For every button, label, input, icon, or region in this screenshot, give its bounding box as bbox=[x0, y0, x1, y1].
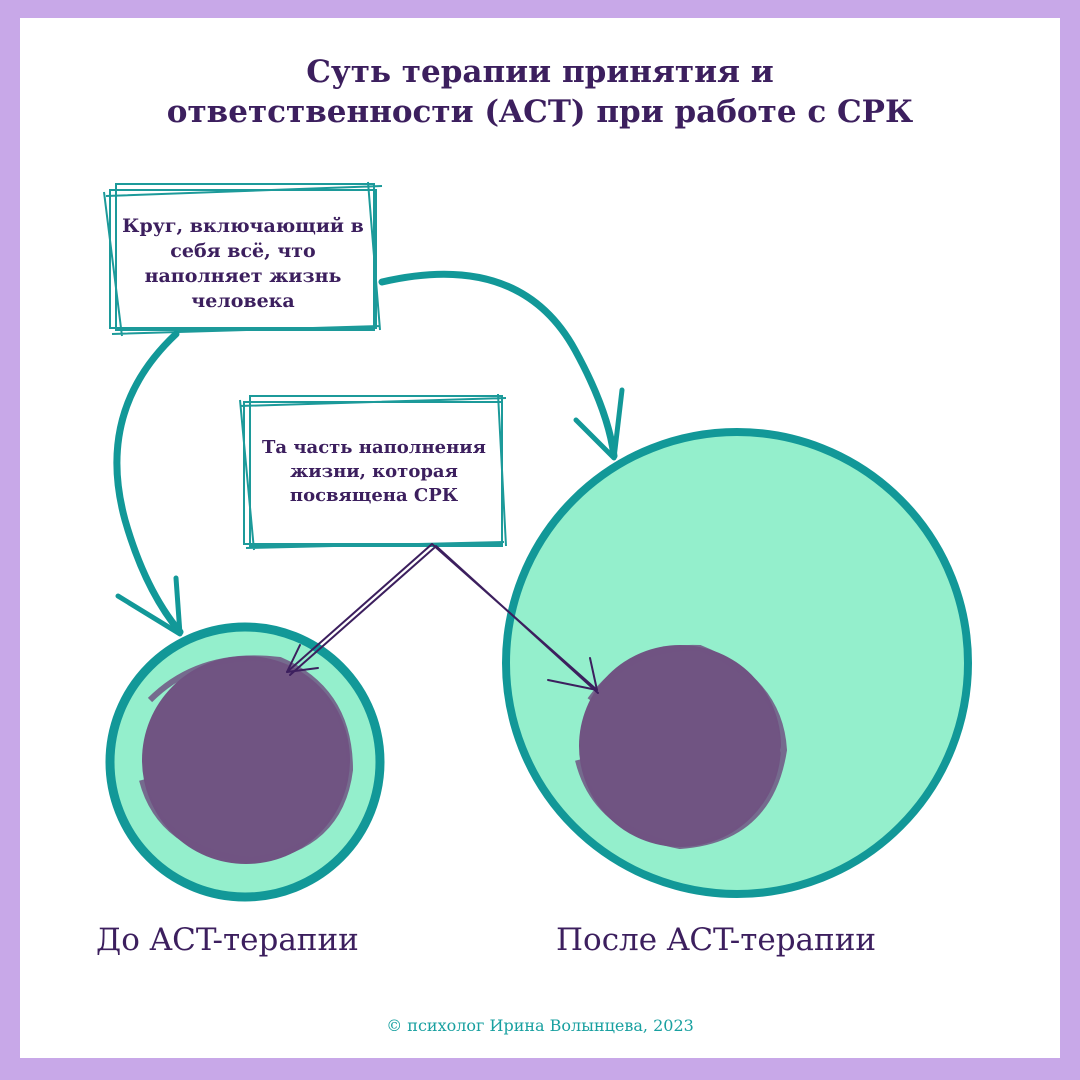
life-circle-box bbox=[103, 181, 383, 337]
life-circle-label-line-4: человека bbox=[191, 290, 295, 312]
arrowhead-before bbox=[115, 575, 183, 637]
arrow-to-before-ibs bbox=[286, 543, 435, 676]
arrowhead-after bbox=[573, 387, 625, 461]
arrow-box-to-before bbox=[113, 330, 184, 636]
life-circle-label-line-2: себя всё, что bbox=[170, 240, 316, 262]
title-line-2: ответственности (ACT) при работе с СРК bbox=[166, 94, 914, 130]
ibs-part-label-line-1: Та часть наполнения bbox=[262, 437, 486, 458]
ibs-part-box bbox=[239, 393, 507, 551]
arrowhead-before-ibs bbox=[286, 644, 319, 673]
page-title: Суть терапии принятия и ответственности … bbox=[0, 52, 1080, 132]
after-caption: После ACT-терапии bbox=[556, 922, 877, 958]
after-ibs-circle bbox=[579, 645, 781, 847]
before-ibs-scribble bbox=[139, 655, 354, 864]
arrow-box-to-after bbox=[378, 270, 618, 460]
life-circle-label-line-3: наполняет жизнь bbox=[144, 265, 342, 287]
before-ibs-circle bbox=[142, 656, 350, 864]
copyright-text: © психолог Ирина Волынцева, 2023 bbox=[386, 1016, 694, 1035]
ibs-part-label-line-2: жизни, которая bbox=[290, 461, 458, 482]
title-line-1: Суть терапии принятия и bbox=[306, 54, 774, 90]
before-caption: До ACT-терапии bbox=[96, 922, 359, 958]
after-circle-group bbox=[502, 428, 972, 898]
life-circle-label: Круг, включающий в себя всё, что наполня… bbox=[112, 214, 374, 314]
arrowhead-after-ibs bbox=[547, 657, 598, 691]
ibs-part-label: Та часть наполнения жизни, которая посвя… bbox=[246, 436, 502, 508]
ibs-part-label-line-3: посвящена СРК bbox=[289, 485, 459, 506]
arrow-to-after-ibs bbox=[431, 543, 599, 694]
life-circle-label-line-1: Круг, включающий в bbox=[122, 215, 364, 237]
before-circle-group bbox=[105, 622, 385, 902]
after-ibs-scribble bbox=[575, 644, 788, 850]
